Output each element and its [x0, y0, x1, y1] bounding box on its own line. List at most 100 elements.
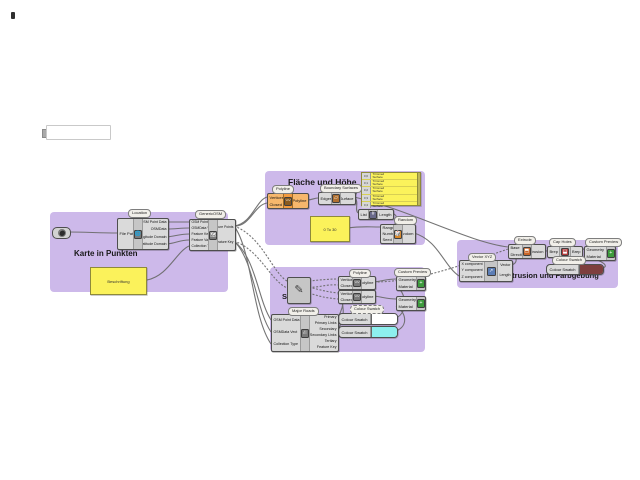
- port-tertiary[interactable]: Tertiary: [324, 339, 337, 344]
- port-in-feature-key[interactable]: Feature Key: [191, 232, 210, 237]
- colour-swatch-capsule[interactable]: Colour Swatch: [552, 256, 587, 265]
- domain-panel[interactable]: 0 To 30: [310, 216, 350, 242]
- major-roads-component[interactable]: OSM Point Data OSMData Vect Collection T…: [271, 314, 339, 352]
- extrude-component[interactable]: Base Direction ⬒ Extrusion: [508, 244, 546, 259]
- group-label-flaeche: Fläche und Höhe: [288, 177, 357, 187]
- port-polyline-out[interactable]: Polyline: [292, 198, 307, 203]
- group-label-karte: Karte in Punkten: [74, 249, 138, 258]
- colour-swatch-capsule[interactable]: Colour Swatch: [350, 305, 385, 314]
- port-in-collection-type[interactable]: Collection Type: [191, 244, 210, 249]
- genericosm-icon: 🗺: [209, 230, 218, 240]
- colour-swatch-maroon[interactable]: Colour Swatch: [546, 264, 604, 275]
- custom-preview-capsule[interactable]: Custom Preview: [394, 268, 432, 277]
- boundary-component[interactable]: Edges ▱ Surface: [318, 192, 356, 205]
- port-material[interactable]: Material: [398, 283, 413, 289]
- port-in-osmdata-vect[interactable]: OSMData Vect: [273, 330, 298, 335]
- port-geometry[interactable]: Geometry: [586, 247, 605, 253]
- extrude-capsule[interactable]: Extrude: [514, 236, 536, 245]
- port-closed[interactable]: Closed: [269, 201, 282, 207]
- swatch-color-box[interactable]: [371, 314, 397, 324]
- panel-scrollbar[interactable]: [416, 173, 420, 205]
- beschriftung-panel[interactable]: Beschriftung: [90, 267, 147, 295]
- boundary-capsule[interactable]: Boundary Surfaces: [320, 184, 363, 193]
- random-component[interactable]: Range Number Seed 🎲 Random: [380, 224, 416, 244]
- port-length[interactable]: Length: [499, 273, 511, 278]
- port-primary-links[interactable]: Primary Links: [314, 321, 337, 326]
- port-latitude-domain[interactable]: Latitude Domain: [141, 242, 167, 247]
- port-brep-in[interactable]: Brep: [549, 249, 558, 254]
- colour-swatch-cyan[interactable]: Colour Swatch: [338, 326, 398, 338]
- port-in-osmdata-vect[interactable]: OSMData Vect: [191, 226, 209, 231]
- custom-preview-capsule[interactable]: Custom Preview: [585, 238, 623, 247]
- port-material[interactable]: Material: [586, 253, 601, 259]
- port-file-path[interactable]: File Path: [119, 231, 134, 236]
- swatch-color-box[interactable]: [579, 265, 603, 274]
- port-vector[interactable]: Vector: [500, 263, 511, 268]
- polyline-capsule-strassen[interactable]: Polyline: [349, 269, 372, 278]
- swatch-color-box[interactable]: [371, 327, 397, 337]
- preview-component-extrusion[interactable]: Geometry Material +: [584, 246, 616, 261]
- cap-holes-capsule[interactable]: Cap Holes: [549, 238, 576, 247]
- port-length[interactable]: Length: [379, 211, 392, 217]
- port-in-osm-point-data[interactable]: OSM Point Data: [273, 318, 300, 323]
- port-vertices[interactable]: Vertices: [340, 277, 353, 282]
- port-polyline-out[interactable]: Polyline: [362, 294, 374, 299]
- port-x-component[interactable]: X component: [461, 261, 483, 266]
- location-component[interactable]: File Path 🌐 OSM Point Data OSMData Longi…: [117, 218, 169, 250]
- port-in-osm-point-data[interactable]: OSM Point Data: [191, 220, 209, 225]
- swatch-label: Colour Swatch: [339, 327, 372, 337]
- port-list[interactable]: List: [360, 211, 367, 217]
- polyline-component-flaeche[interactable]: Vertices Closed 〰 Polyline: [267, 193, 309, 209]
- polyline1-component[interactable]: Vertices Closed 〰 Polyline: [338, 276, 376, 290]
- port-out-feature-points[interactable]: Feature Points: [217, 224, 234, 229]
- port-geometry[interactable]: Geometry: [398, 297, 417, 303]
- genericosm-capsule[interactable]: GenericOSM: [195, 210, 227, 219]
- polyline-capsule-flaeche[interactable]: Polyline: [272, 185, 295, 194]
- port-vertices[interactable]: Vertices: [340, 291, 353, 296]
- port-surface[interactable]: Surface: [340, 195, 354, 201]
- port-extrusion[interactable]: Extrusion: [531, 248, 544, 254]
- port-feature-key[interactable]: Feature Key: [316, 345, 337, 350]
- empty-panel[interactable]: [46, 125, 111, 140]
- vector-xyz-icon: ↗: [486, 266, 496, 276]
- port-out-feature-key[interactable]: Feature Key: [217, 239, 234, 244]
- port-range[interactable]: Range: [382, 225, 394, 230]
- port-secondary-links[interactable]: Secondary Links: [309, 333, 337, 338]
- port-osmdata[interactable]: OSMData: [150, 227, 167, 232]
- file-path-param[interactable]: [52, 227, 71, 239]
- port-longitude-domain[interactable]: Longitude Domain: [143, 234, 167, 239]
- location-capsule[interactable]: Location: [128, 209, 152, 218]
- genericosm-component[interactable]: OSM Point Data OSMData Vect Feature Key …: [189, 219, 236, 251]
- port-closed[interactable]: Closed: [340, 297, 353, 302]
- port-brep-out[interactable]: Brep: [572, 249, 581, 254]
- port-osm-point-data[interactable]: OSM Point Data: [141, 219, 167, 224]
- port-primary[interactable]: Primary: [324, 315, 337, 320]
- vector-xyz-component[interactable]: X component Y component Z component ↗ Ve…: [459, 260, 513, 282]
- port-geometry[interactable]: Geometry: [398, 277, 417, 283]
- list-length-component[interactable]: List # Length: [358, 209, 394, 220]
- colour-swatch-white[interactable]: Colour Swatch: [338, 313, 398, 325]
- port-seed[interactable]: Seed: [382, 237, 392, 242]
- port-material[interactable]: Material: [398, 303, 413, 309]
- random-capsule[interactable]: Random: [394, 216, 418, 225]
- port-z-component[interactable]: Z component: [461, 274, 483, 279]
- preview1-component[interactable]: Geometry Material +: [396, 276, 426, 291]
- port-base[interactable]: Base: [510, 245, 520, 251]
- port-random[interactable]: Random: [403, 231, 414, 236]
- port-closed[interactable]: Closed: [340, 283, 353, 288]
- vector-xyz-capsule[interactable]: Vector XYZ: [468, 253, 497, 262]
- port-polyline-out[interactable]: Polyline: [362, 280, 374, 285]
- polyline2-component[interactable]: Vertices Closed 〰 Polyline: [338, 290, 376, 304]
- port-in-collection-type[interactable]: Collection Type: [273, 342, 299, 347]
- port-secondary[interactable]: Secondary: [319, 327, 337, 332]
- port-number[interactable]: Number: [382, 231, 394, 236]
- port-direction[interactable]: Direction: [510, 251, 522, 257]
- port-in-feature-value[interactable]: Feature Value: [191, 238, 209, 243]
- major-roads-capsule[interactable]: Major Roads: [288, 307, 319, 316]
- preview2-component[interactable]: Geometry Material +: [396, 296, 426, 311]
- sketch-component[interactable]: ✎: [287, 277, 311, 304]
- port-vertices[interactable]: Vertices: [269, 194, 284, 200]
- port-edges[interactable]: Edges: [320, 195, 332, 201]
- port-y-component[interactable]: Y component: [461, 268, 483, 273]
